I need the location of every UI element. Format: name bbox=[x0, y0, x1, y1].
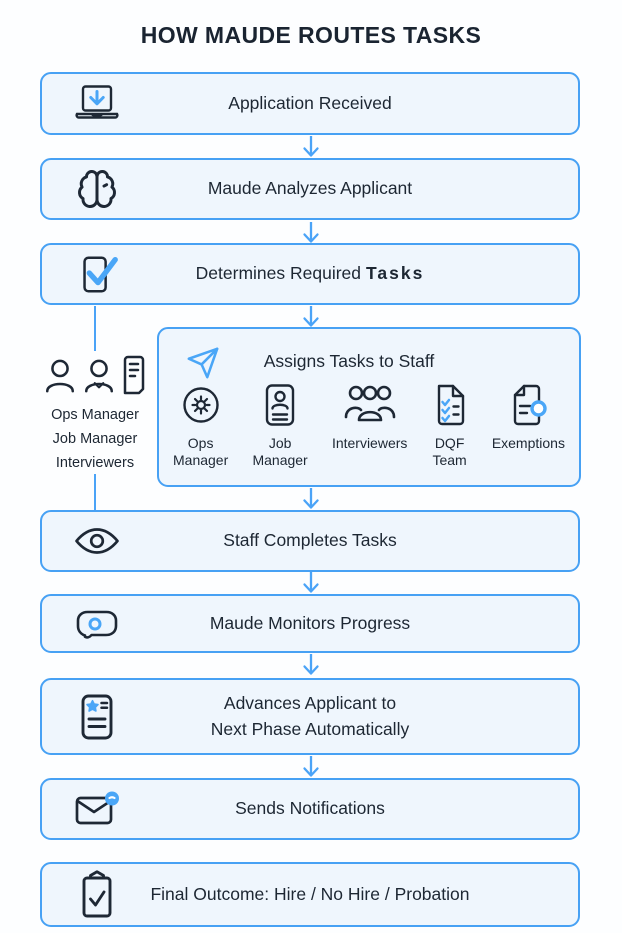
staff-ops-manager: Ops Manager bbox=[173, 383, 228, 468]
side-role-label: Interviewers bbox=[55, 455, 135, 471]
people-icon bbox=[342, 383, 398, 427]
staff-label-line: DQF bbox=[434, 435, 465, 451]
clipboard-check-icon bbox=[68, 869, 126, 920]
flow-arrow-icon bbox=[302, 136, 320, 158]
step-assigns-tasks: Assigns Tasks to Staff bbox=[157, 327, 581, 487]
side-role-label: Ops Manager bbox=[51, 407, 139, 423]
flow-arrow-icon bbox=[302, 488, 320, 510]
staff-exemptions: Exemptions bbox=[492, 383, 565, 452]
step-final-outcome: Final Outcome: Hire / No Hire / Probatio… bbox=[40, 862, 580, 927]
flow-arrow-icon bbox=[302, 756, 320, 778]
side-role-group: Ops Manager Job Manager Interviewers bbox=[38, 352, 152, 475]
eye-icon bbox=[68, 526, 126, 556]
staff-label-line: Manager bbox=[173, 451, 229, 468]
staff-job-manager: Job Manager bbox=[252, 383, 308, 468]
staff-dqf-team: DQF Team bbox=[432, 383, 468, 468]
step-staff-completes: Staff Completes Tasks bbox=[40, 510, 580, 572]
person-icon bbox=[43, 356, 77, 396]
brain-icon bbox=[68, 168, 126, 210]
staff-interviewers: Interviewers bbox=[332, 383, 407, 452]
flow-arrow-icon bbox=[302, 222, 320, 244]
side-connector-line bbox=[94, 474, 97, 510]
step-advances-applicant: Advances Applicant to Next Phase Automat… bbox=[40, 678, 580, 755]
person-collar-icon bbox=[82, 356, 116, 396]
staff-label-line: Ops bbox=[187, 435, 214, 451]
step-label-line: Advances Applicant to bbox=[223, 693, 397, 714]
staff-label-line: Interviewers bbox=[331, 435, 408, 451]
staff-label-line: Manager bbox=[252, 451, 308, 468]
flow-arrow-icon bbox=[302, 572, 320, 594]
step-sends-notifications: Sends Notifications bbox=[40, 778, 580, 840]
step-maude-analyzes: Maude Analyzes Applicant bbox=[40, 158, 580, 220]
gear-circle-icon bbox=[180, 383, 222, 427]
staff-label-line: Exemptions bbox=[491, 435, 565, 451]
step-label: Sends Notifications bbox=[235, 798, 385, 819]
paper-plane-icon bbox=[185, 346, 221, 380]
checklist-doc-icon bbox=[432, 383, 468, 427]
step-label-emphasis: Tasks bbox=[366, 263, 425, 284]
step-label: Staff Completes Tasks bbox=[223, 530, 397, 551]
side-connector-line bbox=[94, 306, 97, 351]
step-label-prefix: Determines Required bbox=[195, 263, 362, 284]
envelope-notification-icon bbox=[68, 790, 126, 828]
staff-label-line: Team bbox=[432, 451, 467, 468]
step-label: Maude Analyzes Applicant bbox=[207, 178, 413, 199]
step-label-line: Next Phase Automatically bbox=[210, 718, 410, 739]
step-label: Final Outcome: Hire / No Hire / Probatio… bbox=[150, 883, 470, 904]
step-label: Maude Monitors Progress bbox=[209, 612, 411, 633]
step-application-received: Application Received bbox=[40, 72, 580, 135]
laptop-download-icon bbox=[68, 83, 126, 124]
page-title: HOW MAUDE ROUTES TASKS bbox=[140, 22, 482, 48]
step-label: Advances Applicant to Next Phase Automat… bbox=[211, 691, 409, 742]
assign-title: Assigns Tasks to Staff bbox=[263, 351, 435, 371]
chat-monitor-icon bbox=[68, 607, 126, 641]
step-label: Application Received bbox=[228, 92, 392, 113]
side-role-label: Job Manager bbox=[52, 431, 138, 447]
note-star-icon bbox=[68, 692, 126, 742]
doc-clock-icon bbox=[509, 383, 548, 427]
staff-label-line: Job bbox=[268, 435, 292, 451]
receipt-icon bbox=[121, 354, 147, 396]
flow-arrow-icon bbox=[302, 306, 320, 328]
flow-arrow-icon bbox=[302, 654, 320, 676]
document-check-icon bbox=[68, 251, 126, 297]
step-maude-monitors: Maude Monitors Progress bbox=[40, 594, 580, 653]
id-card-icon bbox=[262, 383, 298, 427]
